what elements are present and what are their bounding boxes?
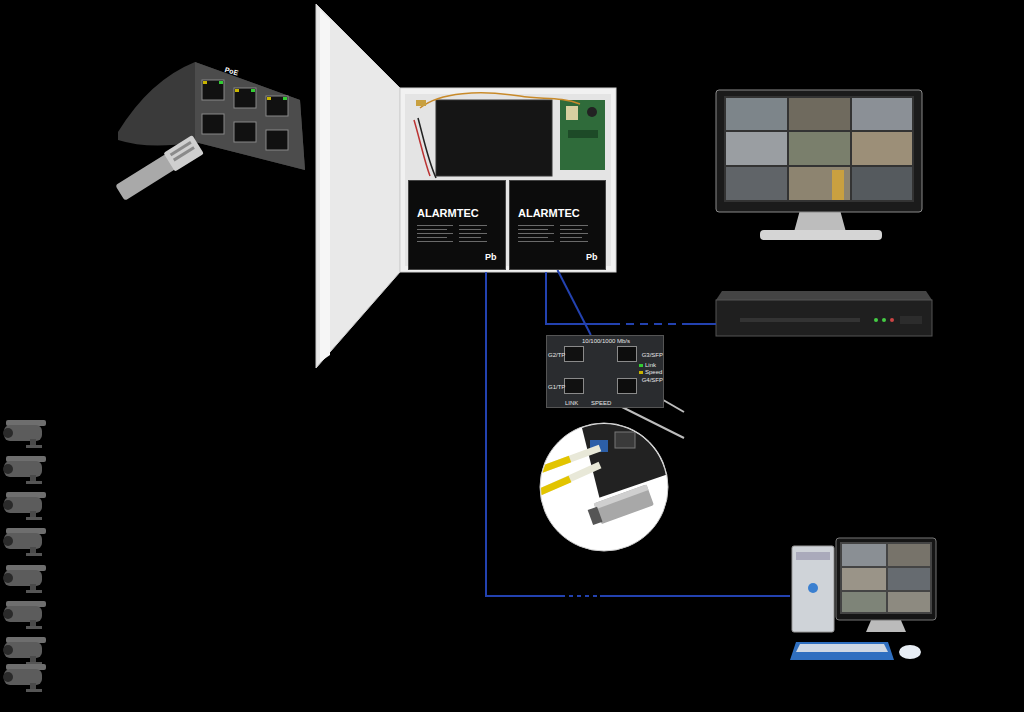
battery-fine-print xyxy=(459,229,481,230)
node-text: G2/TP xyxy=(548,352,565,359)
battery-box: ALARMTEC Pb xyxy=(509,180,606,270)
battery-fine-print xyxy=(417,225,453,226)
node-text: G3/SFP xyxy=(642,352,663,359)
node-text: Pb xyxy=(485,253,497,263)
battery-fine-print xyxy=(518,241,554,242)
battery-fine-print xyxy=(560,233,588,234)
switch-closeup xyxy=(114,62,305,202)
sfp-port xyxy=(617,346,637,362)
battery-fine-print xyxy=(459,233,487,234)
battery-fine-print xyxy=(518,225,554,226)
battery-box: ALARMTEC Pb xyxy=(408,180,506,270)
cable-lines xyxy=(486,272,790,596)
cable-connector xyxy=(558,270,591,335)
battery-fine-print xyxy=(560,225,588,226)
rj45-port xyxy=(564,346,584,362)
battery-fine-print xyxy=(518,229,548,230)
enclosure xyxy=(316,4,616,368)
node-text: 10/100/1000 Mb/s xyxy=(582,338,630,345)
node-text: Pb xyxy=(586,253,598,263)
battery-fine-print xyxy=(518,237,548,238)
battery-fine-print xyxy=(417,241,453,242)
sfp-port xyxy=(617,378,637,394)
fiber-inset xyxy=(540,420,680,560)
panel-label: PoE xyxy=(224,66,239,77)
node-text: SPEED xyxy=(591,400,611,407)
nvr-recorder xyxy=(716,291,932,336)
node-text: LINK xyxy=(565,400,578,407)
node-text: Speed xyxy=(645,369,662,376)
node-text: Link xyxy=(645,362,656,369)
battery-fine-print xyxy=(459,225,487,226)
status-led xyxy=(639,364,643,367)
media-converter: 10/100/1000 Mb/sG2/TP G1/TP G3/SFP G4/SFP Li… xyxy=(546,335,664,408)
battery-fine-print xyxy=(560,241,588,242)
battery-fine-print xyxy=(560,237,582,238)
battery-fine-print xyxy=(459,241,487,242)
monitor xyxy=(716,90,922,240)
battery-fine-print xyxy=(518,233,554,234)
node-text: G1/TP xyxy=(548,384,565,391)
status-led xyxy=(639,371,643,374)
battery-fine-print xyxy=(459,237,481,238)
rj45-port xyxy=(564,378,584,394)
node-text: G4/SFP xyxy=(642,377,663,384)
battery-fine-print xyxy=(560,229,582,230)
battery-fine-print xyxy=(417,229,447,230)
node-text: ALARMTEC xyxy=(518,207,580,219)
battery-fine-print xyxy=(417,233,453,234)
battery-fine-print xyxy=(417,237,447,238)
computer xyxy=(790,538,936,660)
node-text: ALARMTEC xyxy=(417,207,479,219)
camera-group xyxy=(3,420,46,692)
